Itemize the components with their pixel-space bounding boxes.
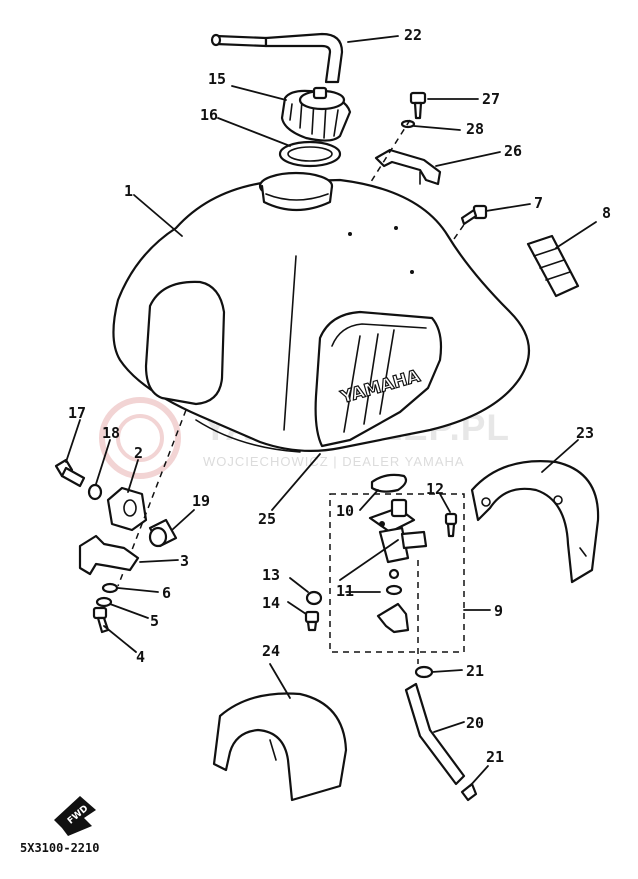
callout-20: 20 [466, 714, 484, 732]
oring-11 [385, 584, 403, 596]
damper-2 [106, 486, 148, 532]
bolt-7 [460, 204, 488, 226]
gasket-10 [370, 473, 408, 493]
callout-2: 2 [134, 444, 143, 462]
bracket-26 [374, 148, 442, 186]
bolt-17 [54, 458, 86, 488]
bolt-27 [409, 91, 427, 120]
lever [376, 602, 410, 634]
callout-8: 8 [602, 204, 611, 222]
callout-19: 19 [192, 492, 210, 510]
screw-14 [304, 610, 320, 632]
callout-12: 12 [426, 480, 444, 498]
fuel-tank: YAMAHA [112, 171, 530, 453]
callout-18: 18 [102, 424, 120, 442]
callout-1: 1 [124, 182, 133, 200]
clip-21-top [414, 665, 434, 679]
washer-18 [87, 483, 103, 501]
washer-6 [101, 582, 119, 594]
callout-22: 22 [404, 26, 422, 44]
washer-5 [95, 596, 113, 608]
callout-24: 24 [262, 642, 280, 660]
callout-11: 11 [336, 582, 354, 600]
damper-8 [526, 234, 580, 298]
callout-17: 17 [68, 404, 86, 422]
fuel-hose [404, 682, 466, 786]
cap-gasket [278, 140, 342, 168]
callout-13: 13 [262, 566, 280, 584]
clip-21-bottom [460, 782, 478, 802]
callout-6: 6 [162, 584, 171, 602]
diagram-code: 5X3100-2210 [20, 841, 99, 855]
leader-lines [65, 35, 597, 787]
callout-4: 4 [136, 648, 145, 666]
callout-3: 3 [180, 552, 189, 570]
callout-21-bottom: 21 [486, 748, 504, 766]
callout-25: 25 [258, 510, 276, 528]
washer-13 [305, 590, 323, 606]
callout-28: 28 [466, 120, 484, 138]
front-guard [212, 692, 348, 802]
fuel-cock [368, 498, 428, 564]
screw-12 [444, 512, 458, 538]
fuel-cock-box [329, 493, 465, 653]
tank-strap [470, 460, 600, 584]
watermark-logo [99, 397, 181, 479]
bracket-3 [78, 534, 140, 576]
callout-14: 14 [262, 594, 280, 612]
fuel-cap [280, 86, 352, 142]
callout-5: 5 [150, 612, 159, 630]
callout-23: 23 [576, 424, 594, 442]
callout-10: 10 [336, 502, 354, 520]
collar-19 [148, 518, 178, 548]
callout-16: 16 [200, 106, 218, 124]
callout-27: 27 [482, 90, 500, 108]
watermark-subtitle: WOJCIECHOWICZ | DEALER YAMAHA [203, 454, 465, 469]
callout-15: 15 [208, 70, 226, 88]
fwd-arrow-icon: FWD [54, 796, 96, 836]
callout-labels: 22 15 16 27 28 26 7 8 1 23 17 18 2 19 3 … [68, 26, 611, 766]
screw-11-head [388, 568, 400, 580]
callout-21-top: 21 [466, 662, 484, 680]
callout-9: 9 [494, 602, 503, 620]
callout-7: 7 [534, 194, 543, 212]
callout-26: 26 [504, 142, 522, 160]
breather-hose [210, 32, 344, 84]
